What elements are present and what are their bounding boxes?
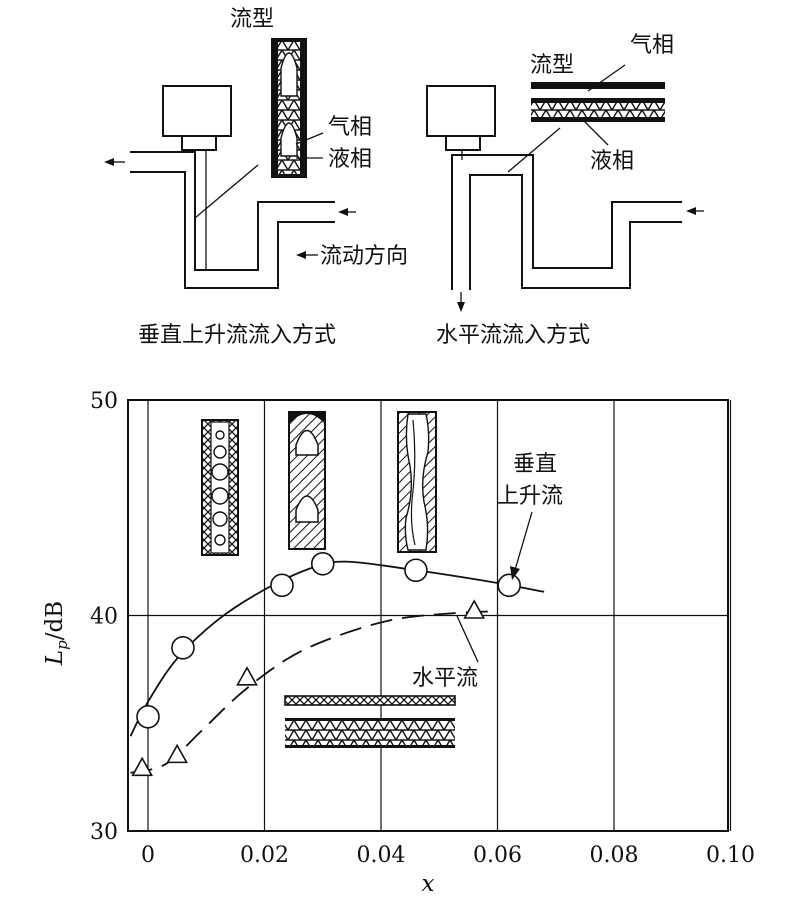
leader-liquid-right (583, 120, 609, 146)
flow-direction-label: 流动方向 (320, 244, 408, 269)
gas-bubble-upper (280, 52, 298, 97)
outflow-arrow-left (104, 158, 125, 166)
outflow-arrow-right (457, 292, 465, 312)
inset-bubbly-flow (201, 419, 239, 556)
y-tick-label: 40 (90, 605, 118, 630)
inflow-arrow-left (338, 208, 356, 216)
flow-pattern-strip-vertical (271, 38, 307, 178)
liquid-layer-strip (531, 98, 665, 122)
vertical-flow-point (404, 558, 428, 583)
vertical-flow-point (136, 704, 160, 729)
pipe-outer-wall-right (469, 174, 682, 290)
horizontal-flow-point (131, 756, 154, 777)
vertical-flow-point (270, 573, 294, 598)
y-axis-label: Lp/dB (42, 601, 71, 666)
vertical-inflow-diagram: 流型 气相 液相 流动方向 垂直上升流流入方式 (104, 7, 408, 348)
vertical-flow-point (310, 551, 335, 576)
gas-phase-label-right: 气相 (630, 33, 674, 58)
y-tick-labels: 30 40 50 (90, 389, 118, 845)
x-tick-label: 0.08 (590, 843, 639, 868)
flow-pattern-label-left: 流型 (230, 7, 274, 32)
horizontal-curve-pointer (456, 615, 479, 663)
grid-lines (128, 399, 732, 832)
leader-pipe-left (194, 164, 259, 219)
sensor-box-left (162, 85, 232, 137)
x-axis-label: x (422, 871, 435, 897)
leader-pipe-right (507, 127, 561, 173)
horizontal-curve-label: 水平流 (412, 666, 478, 691)
noise-level-chart: 0 0.02 0.04 0.06 0.08 0.10 30 40 50 (42, 389, 755, 897)
vertical-curve-label-line1: 垂直 (513, 452, 557, 477)
vertical-flow-point (497, 573, 521, 598)
x-tick-label: 0.04 (357, 843, 406, 868)
horizontal-flow-curve (130, 610, 498, 774)
horizontal-flow-point (463, 599, 486, 619)
sensor-neck-right (445, 135, 481, 151)
leader-gas-right (587, 64, 626, 92)
vertical-curve-pointer (510, 511, 533, 580)
sensor-box-right (426, 85, 496, 137)
horizontal-flow-point (166, 743, 188, 764)
y-tick-label: 50 (90, 389, 118, 414)
vertical-caption: 垂直上升流流入方式 (138, 323, 336, 348)
x-tick-label: 0 (141, 843, 155, 868)
leader-gas-left (295, 132, 324, 145)
vertical-flow-point (171, 636, 195, 660)
gas-phase-label-left: 气相 (328, 115, 372, 140)
horizontal-caption: 水平流流入方式 (436, 323, 590, 348)
x-tick-labels: 0 0.02 0.04 0.06 0.08 0.10 (141, 843, 755, 868)
vertical-flow-curve (129, 560, 545, 737)
sensor-neck-left (181, 135, 217, 151)
inset-annular-flow (397, 411, 437, 553)
flow-direction-arrow (296, 251, 318, 259)
pipe-outer-wall-left (130, 171, 335, 289)
inset-slug-flow (288, 411, 326, 550)
liquid-phase-label-right: 液相 (590, 149, 634, 174)
liquid-phase-label-left: 液相 (328, 147, 372, 172)
inset-stratified-flow (284, 695, 456, 748)
inflow-arrow-right (686, 207, 704, 215)
x-tick-label: 0.02 (240, 843, 289, 868)
pipe-inner-wall-left (130, 151, 335, 271)
vertical-curve-label-line2: 上升流 (497, 484, 563, 509)
x-tick-label: 0.06 (473, 843, 522, 868)
horizontal-flow-point (236, 666, 258, 686)
horizontal-inflow-diagram: 流型 气相 液相 水平流流入方式 (426, 33, 704, 348)
pipe-inner-wall-right (451, 154, 682, 290)
x-tick-label: 0.10 (706, 843, 755, 868)
data-markers (131, 551, 521, 777)
flow-pattern-label-right: 流型 (530, 53, 574, 78)
y-tick-label: 30 (90, 820, 118, 845)
gas-layer-strip (531, 82, 665, 89)
gas-bubble-lower (280, 122, 298, 157)
